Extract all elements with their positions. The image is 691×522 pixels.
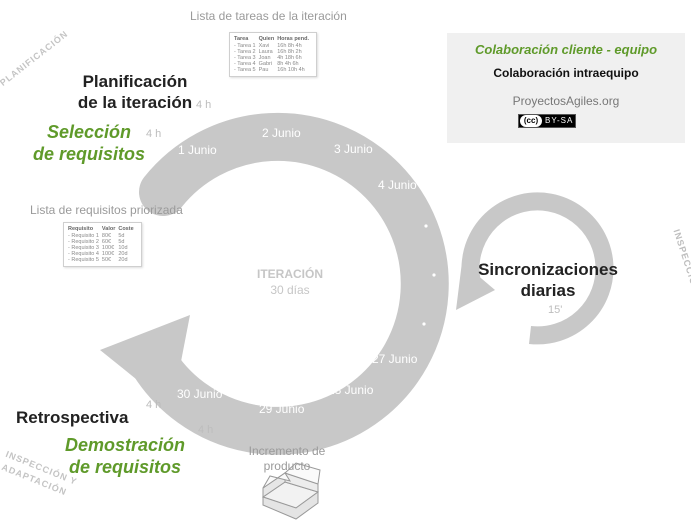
table-row: - Requisito 2 60€ 5d: [68, 239, 137, 245]
cc-license-text: BY-SA: [545, 116, 574, 125]
table-cell: 80€: [101, 233, 112, 239]
table-cell: 20d: [118, 257, 128, 263]
table-cell: - Requisito 5: [68, 257, 99, 263]
table-cell: - Requisito 2: [68, 239, 99, 245]
table-cell: 5d: [118, 239, 125, 245]
table-header: Tarea: [234, 36, 249, 42]
table-row: - Requisito 3 100€ 10d: [68, 245, 137, 251]
date-label: 2 Junio: [262, 126, 301, 140]
planning-title: Planificación de la iteración: [50, 71, 220, 113]
table-header: Coste: [118, 226, 134, 232]
table-cell: - Tarea 4: [234, 61, 256, 67]
date-label: 1 Junio: [178, 143, 217, 157]
cc-icon: (cc): [520, 115, 542, 127]
table-header: Quien: [258, 36, 275, 42]
table-cell: Gabri: [258, 61, 273, 67]
cc-license-badge: (cc) BY-SA: [518, 114, 576, 128]
table-header: Valor: [101, 226, 116, 232]
table-row: - Tarea 4 Gabri 8h 4h 6h: [234, 61, 312, 67]
table-cell: 5d: [118, 233, 125, 239]
table-cell: 4h 18h 6h: [277, 55, 302, 61]
demo-title-line2: de requisitos: [68, 457, 182, 477]
table-cell: - Tarea 5: [234, 67, 256, 73]
requirement-selection-line1: Selección: [46, 122, 132, 142]
arc-dot: [432, 273, 436, 277]
table-cell: 10d: [118, 245, 128, 251]
table-cell: - Requisito 3: [68, 245, 99, 251]
date-label: 30 Junio: [177, 387, 223, 401]
daily-sync-minutes: 15': [548, 304, 563, 316]
table-cell: - Tarea 1: [234, 43, 256, 49]
date-label: 28 Junio: [328, 383, 374, 397]
increment-caption: Incremento de producto: [232, 444, 342, 474]
requirement-selection-line2: de requisitos: [32, 144, 146, 164]
planning-hours-1: 4 h: [196, 99, 212, 111]
table-cell: 50€: [101, 257, 112, 263]
iteration-cycle-arc: [128, 112, 449, 455]
arc-dot: [424, 224, 428, 228]
date-label: 4 Junio: [378, 178, 417, 192]
table-cell: 100€: [101, 245, 115, 251]
collab-intra-team: Colaboración intraequipo: [493, 66, 639, 80]
daily-cycle-arrowhead: [456, 262, 495, 310]
daily-sync-title: Sincronizaciones diarias: [462, 259, 634, 301]
increment-line2: producto: [263, 459, 311, 473]
table-row: - Tarea 1 Xavi 16h 8h 4h: [234, 43, 312, 49]
table-cell: 60€: [101, 239, 112, 245]
task-list-caption: Lista de tareas de la iteración: [190, 9, 347, 23]
table-row: - Tarea 3 Joan 4h 18h 6h: [234, 55, 312, 61]
table-header: Horas pend.: [277, 36, 309, 42]
increment-line1: Incremento de: [248, 444, 326, 458]
demo-title-line1: Demostración: [64, 435, 186, 455]
table-cell: - Tarea 3: [234, 55, 256, 61]
requirement-selection-title: Selección de requisitos: [14, 121, 164, 165]
date-label: 29 Junio: [259, 402, 305, 416]
date-label: 3 Junio: [334, 142, 373, 156]
retro-hours-2: 4 h: [198, 424, 214, 436]
date-label: 27 Junio: [372, 352, 418, 366]
table-cell: 16h 10h 4h: [277, 67, 305, 73]
retro-hours-1: 4 h: [146, 399, 162, 411]
table-row: - Tarea 2 Laura 16h 8h 2h: [234, 49, 312, 55]
table-cell: - Requisito 1: [68, 233, 99, 239]
task-list-table: Tarea Quien Horas pend. - Tarea 1 Xavi 1…: [229, 32, 317, 77]
demo-title: Demostración de requisitos: [50, 434, 200, 478]
daily-sync-line1: Sincronizaciones: [478, 260, 618, 279]
table-row: - Requisito 4 100€ 20d: [68, 251, 137, 257]
table-cell: - Requisito 4: [68, 251, 99, 257]
site-name: ProyectosAgiles.org: [512, 94, 620, 108]
table-row: - Requisito 5 50€ 20d: [68, 257, 137, 263]
iteration-duration: 30 días: [270, 283, 310, 297]
table-row: - Requisito 1 80€ 5d: [68, 233, 137, 239]
table-row: - Tarea 5 Pau 16h 10h 4h: [234, 67, 312, 73]
daily-cycle-arc: [461, 192, 614, 345]
table-cell: 8h 4h 6h: [277, 61, 299, 67]
retrospective-title: Retrospectiva: [16, 408, 129, 427]
requirements-table: Requisito Valor Coste - Requisito 1 80€ …: [63, 222, 142, 267]
iteration-center-title: ITERACIÓN: [257, 267, 323, 281]
requirements-caption: Lista de requisitos priorizada: [30, 203, 183, 217]
table-cell: Laura: [258, 49, 273, 55]
iteration-cycle-arrowhead: [100, 315, 190, 408]
table-cell: 20d: [118, 251, 128, 257]
planning-title-line1: Planificación: [82, 72, 188, 91]
table-header: Requisito: [68, 226, 94, 232]
table-cell: Pau: [258, 67, 269, 73]
daily-sync-line2: diarias: [520, 281, 576, 300]
planning-title-line2: de la iteración: [77, 93, 193, 112]
planning-hours-2: 4 h: [146, 128, 162, 140]
table-cell: 16h 8h 2h: [277, 49, 302, 55]
table-cell: - Tarea 2: [234, 49, 256, 55]
arc-dot: [422, 322, 426, 326]
table-cell: Joan: [258, 55, 271, 61]
product-box-icon: [261, 462, 321, 520]
table-cell: 16h 8h 4h: [277, 43, 302, 49]
collab-client-team: Colaboración cliente - equipo: [474, 42, 658, 57]
table-cell: 100€: [101, 251, 115, 257]
table-cell: Xavi: [258, 43, 270, 49]
